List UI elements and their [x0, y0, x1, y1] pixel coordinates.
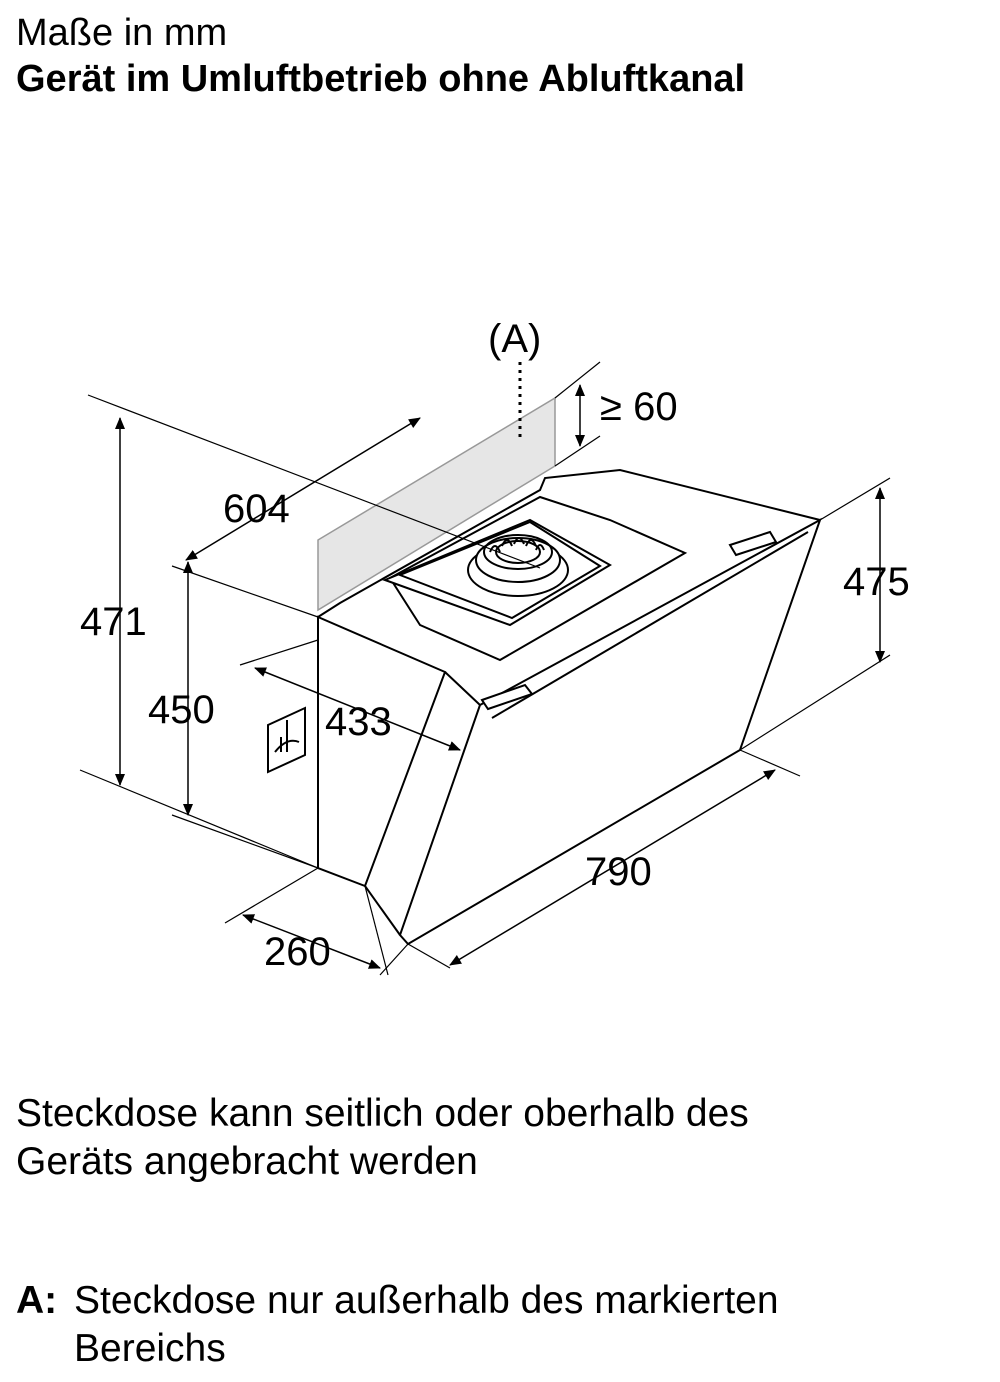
- dim-label-471: 471: [80, 600, 147, 644]
- dim-260: [242, 914, 381, 969]
- dim-label-min-clearance: ≥ 60: [600, 385, 678, 429]
- legend-a: A: Steckdose nur außerhalb des markierten…: [16, 1277, 779, 1373]
- socket-note: Steckdose kann seitlich oder oberhalb de…: [16, 1090, 749, 1186]
- dim-label-260: 260: [264, 930, 331, 974]
- legend-a-line1: Steckdose nur außerhalb des markierten: [74, 1279, 779, 1322]
- dim-label-604: 604: [223, 487, 290, 531]
- dim-label-450: 450: [148, 688, 215, 732]
- legend-a-key: A:: [16, 1279, 58, 1322]
- socket-icon: [267, 706, 306, 774]
- dim-label-433: 433: [325, 700, 392, 744]
- dim-label-475: 475: [843, 560, 910, 604]
- units-label: Maße in mm: [16, 12, 228, 54]
- legend-a-line2: Bereichs: [74, 1327, 226, 1370]
- dim-label-790: 790: [585, 850, 652, 894]
- dim-790: [449, 769, 776, 966]
- dim-433: [254, 667, 461, 751]
- label-a: (A): [488, 317, 541, 361]
- socket-note-line1: Steckdose kann seitlich oder oberhalb de…: [16, 1092, 749, 1135]
- hood-dimension-drawing: (A) ≥ 60 604 471 450 433 260 790 475: [79, 317, 910, 976]
- socket-note-line2: Geräts angebracht werden: [16, 1140, 478, 1183]
- dim-604: [185, 417, 421, 561]
- page-title: Gerät im Umluftbetrieb ohne Abluftkanal: [16, 58, 746, 100]
